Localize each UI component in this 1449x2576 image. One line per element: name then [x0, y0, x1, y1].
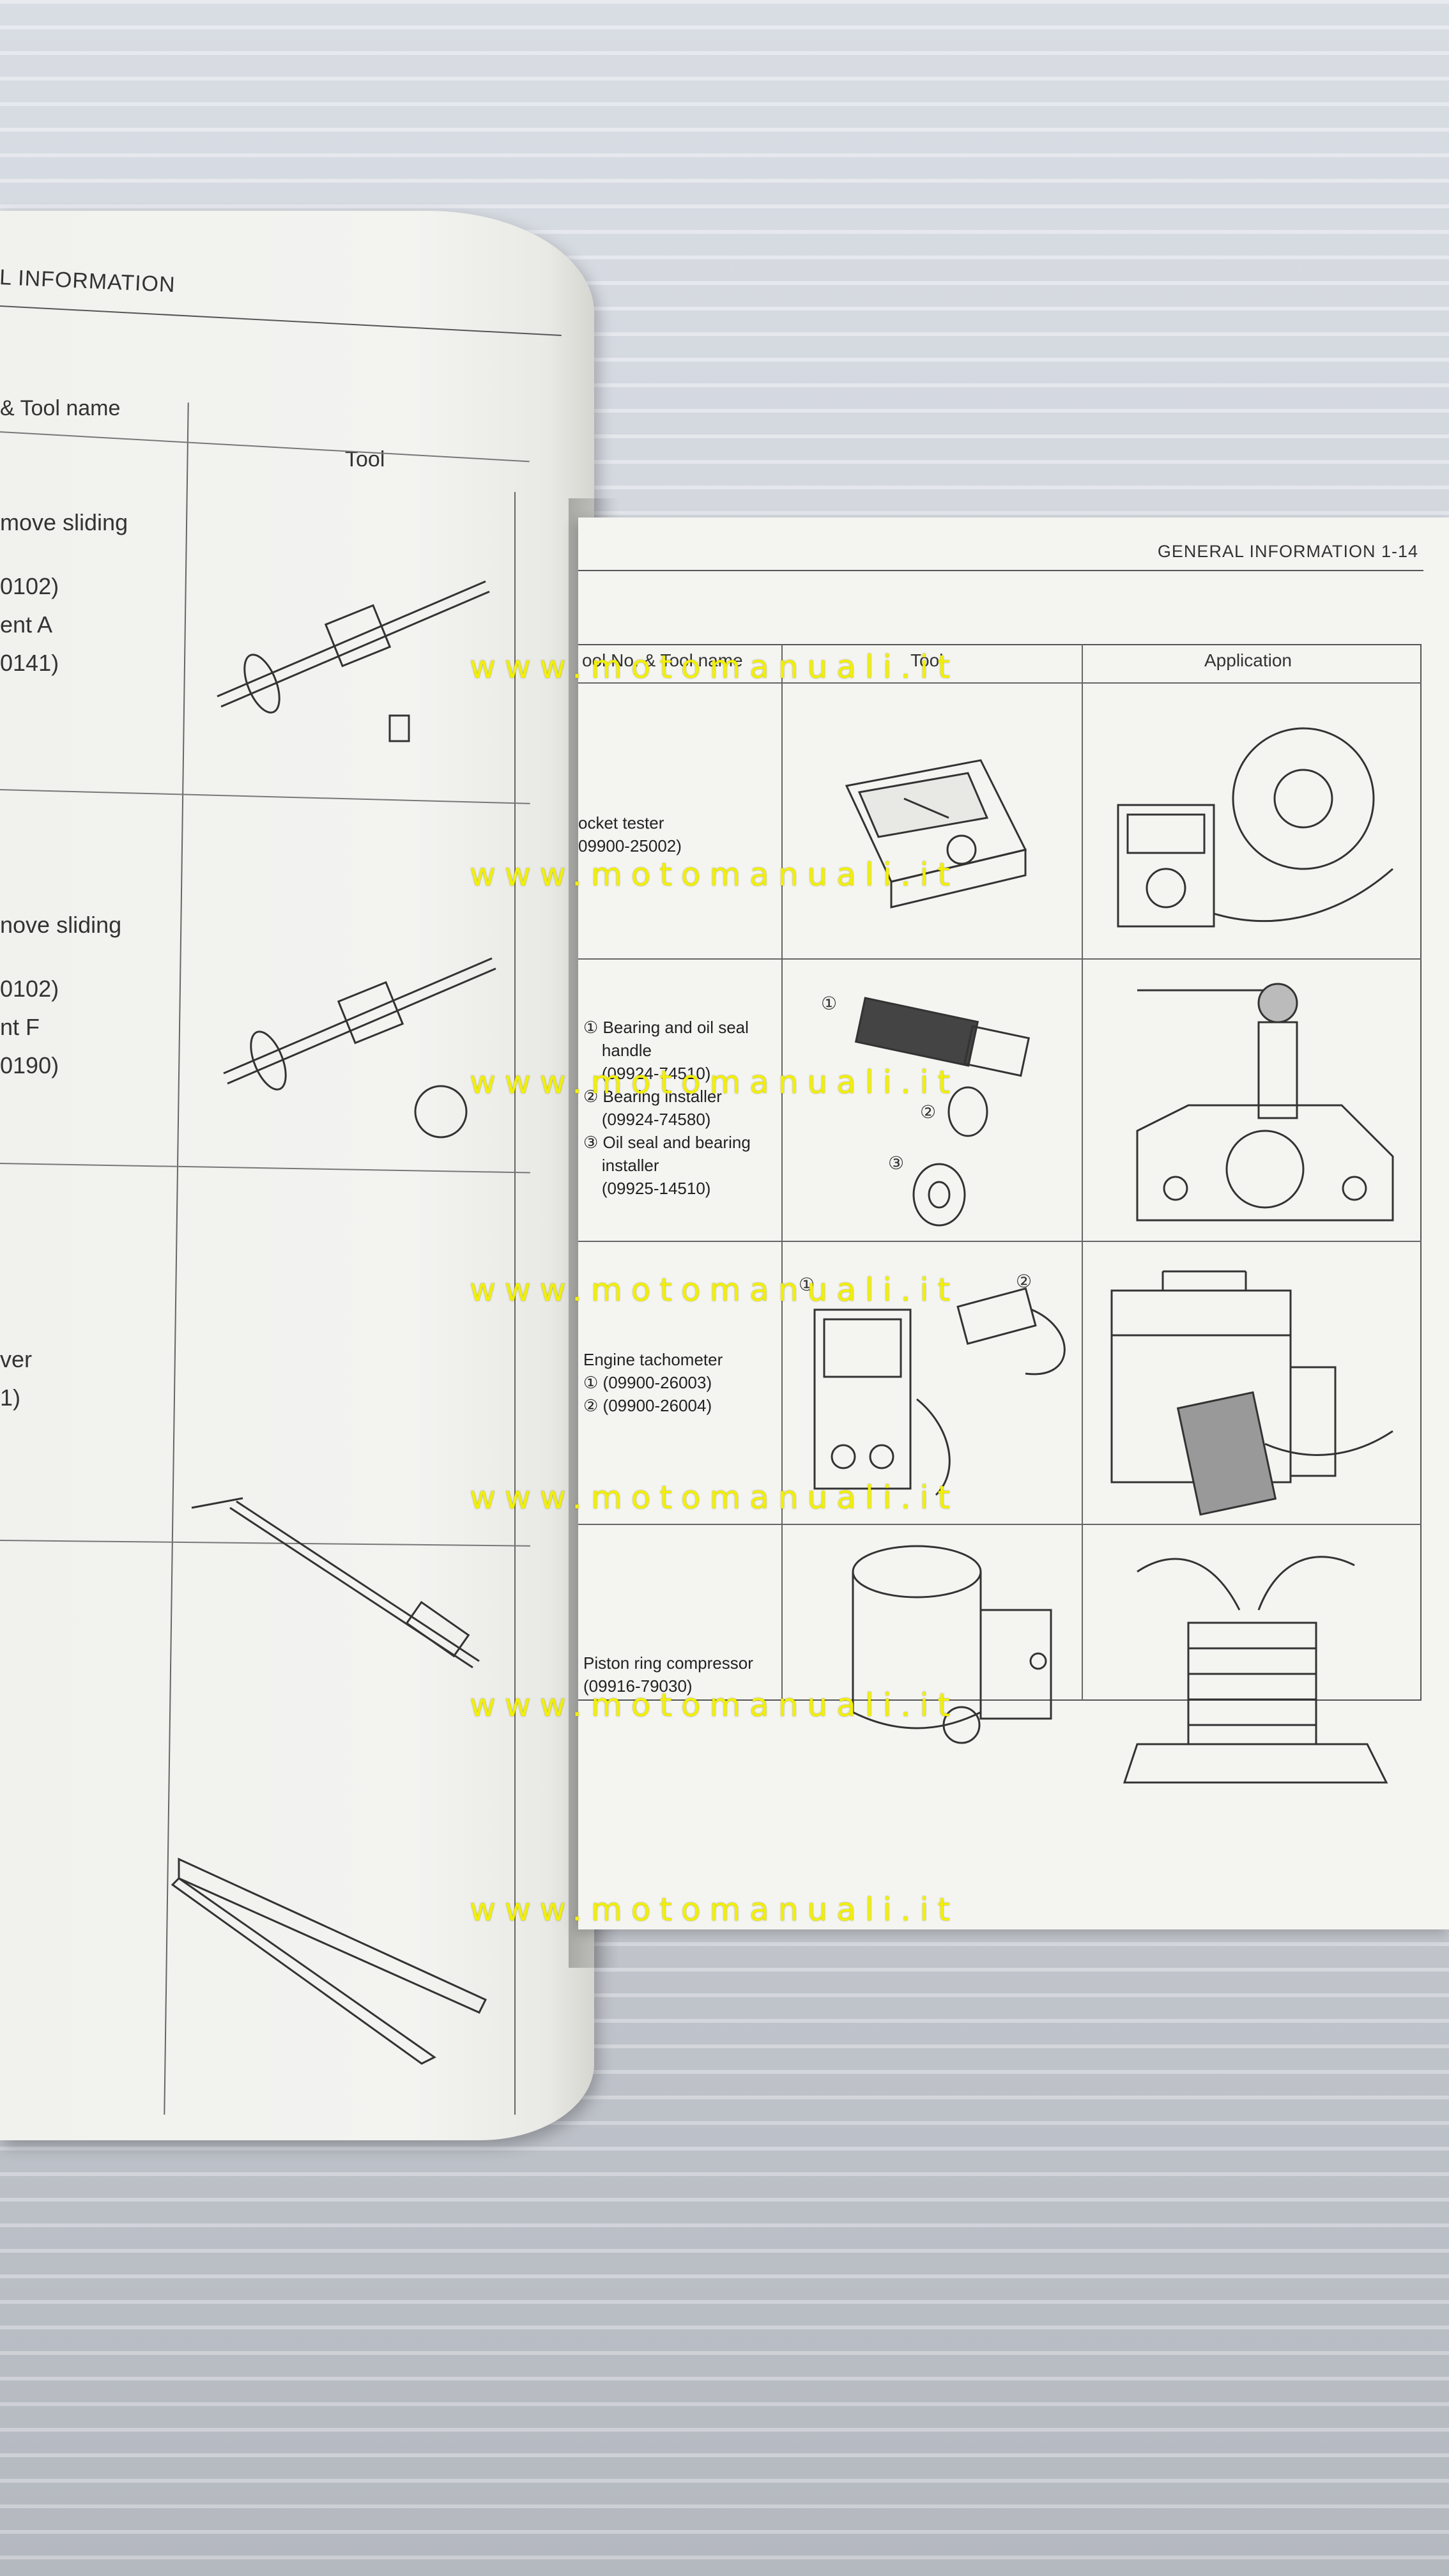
left-row-3-line-1: ver — [0, 1346, 33, 1372]
col-head-tool: Tool — [910, 650, 944, 670]
tachometer-application-drawing — [1110, 1270, 1393, 1516]
table-head-rule — [578, 682, 1422, 684]
left-row-3-line-2: 1) — [0, 1384, 21, 1411]
tester-application-drawing — [1117, 727, 1393, 928]
col-head-application: Application — [1204, 650, 1292, 670]
left-row-rule — [0, 789, 530, 804]
left-row-1-line-4: ent A — [0, 611, 53, 638]
left-page: L INFORMATION & Tool name Tool move slid… — [0, 211, 594, 2140]
row-4-tool-name: Piston ring compressor (09916-79030) — [583, 1653, 753, 1696]
watermark: www.motomanuali.it — [470, 648, 960, 686]
callout-1: ① — [821, 993, 837, 1013]
left-row-1-line-3: 0102) — [0, 573, 59, 599]
piston-ring-compressor-drawing — [852, 1545, 1052, 1744]
bearing-application-drawing — [1136, 983, 1394, 1222]
left-page-header: L INFORMATION — [0, 265, 176, 297]
table-col-divider-1 — [781, 644, 783, 1701]
right-page: GENERAL INFORMATION 1-14 ool No. & Tool … — [578, 518, 1449, 1929]
left-row-2-line-1: nove sliding — [0, 912, 122, 938]
left-col-head-name: & Tool name — [0, 396, 121, 420]
left-col-divider-2 — [514, 492, 516, 2115]
table-col-divider-2 — [1082, 644, 1083, 1701]
sliding-hammer-a-drawing: ① ② — [217, 580, 490, 742]
table-row-rule — [578, 1524, 1422, 1525]
left-head-rule — [0, 431, 530, 463]
callout-1: ① — [799, 1275, 815, 1294]
bearing-installer-set-drawing: ① ② ③ — [821, 993, 1031, 1227]
right-page-header: GENERAL INFORMATION 1-14 — [1157, 542, 1418, 561]
pocket-tester-drawing — [845, 759, 1027, 908]
watermark: www.motomanuali.it — [470, 1064, 960, 1101]
left-header-rule — [0, 305, 562, 337]
table-row-rule — [578, 958, 1422, 960]
watermark: www.motomanuali.it — [470, 1271, 960, 1308]
table-row-rule — [578, 1241, 1422, 1242]
engine-tachometer-drawing: ① ② — [799, 1271, 1066, 1496]
watermark: www.motomanuali.it — [470, 1687, 960, 1724]
left-row-2-line-5: 0190) — [0, 1052, 59, 1078]
piston-ring-application-drawing — [1123, 1556, 1388, 1784]
callout-2: ② — [920, 1102, 936, 1122]
left-row-2-line-4: nt F — [0, 1014, 40, 1040]
pliers-tool-drawing — [171, 1857, 487, 2065]
left-row-rule — [0, 1163, 530, 1174]
right-header-rule — [578, 570, 1423, 571]
lever-tool-drawing — [191, 1497, 480, 1669]
watermark: www.motomanuali.it — [470, 856, 960, 893]
col-head-tool-name: ool No. & Tool name — [582, 650, 743, 670]
tools-table — [578, 644, 1422, 1701]
callout-3: ③ — [888, 1153, 904, 1173]
watermark: www.motomanuali.it — [470, 1891, 960, 1928]
sliding-hammer-f-drawing — [223, 957, 496, 1138]
left-row-1-line-1: move sliding — [0, 509, 128, 535]
row-3-tool-name: Engine tachometer ① (09900-26003) ② (099… — [583, 1350, 723, 1415]
left-row-1-line-5: 0141) — [0, 650, 59, 676]
row-2-tool-name: ① Bearing and oil seal handle (09924-745… — [583, 1018, 751, 1198]
watermark: www.motomanuali.it — [470, 1479, 960, 1516]
left-row-2-line-3: 0102) — [0, 976, 59, 1002]
callout-2: ② — [1016, 1271, 1032, 1291]
row-1-tool-name: ocket tester 09900-25002) — [578, 813, 682, 855]
